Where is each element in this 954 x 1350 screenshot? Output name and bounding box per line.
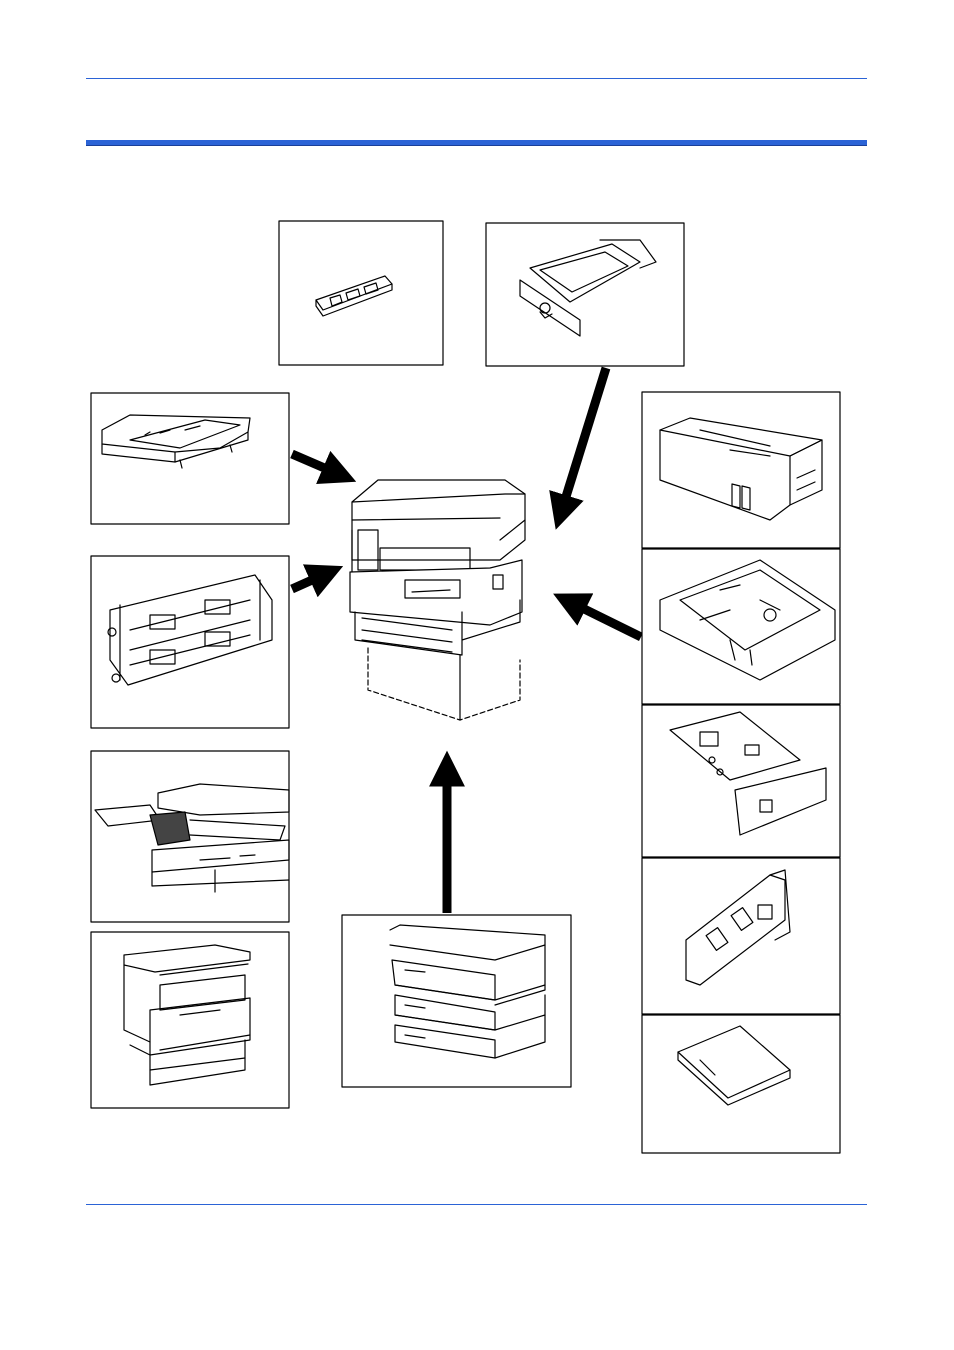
copier-main-unit-icon bbox=[349, 479, 526, 721]
compactflash-card-icon bbox=[677, 1025, 791, 1106]
option-box-document-processor bbox=[90, 392, 290, 525]
memory-dimm-icon bbox=[315, 275, 393, 317]
fax-kit-icon bbox=[659, 417, 823, 521]
arrow-from-duplex-unit bbox=[290, 564, 344, 598]
copier-icon bbox=[123, 944, 251, 1086]
arrow-from-document-processor bbox=[290, 449, 357, 484]
printer-board-icon bbox=[659, 559, 836, 681]
document-processor-icon bbox=[101, 414, 251, 469]
duplex-unit-icon bbox=[107, 574, 273, 686]
arrow-from-fax-kit-stack bbox=[553, 593, 643, 642]
option-box-compactflash bbox=[641, 1014, 841, 1154]
option-box-scanner-board bbox=[641, 857, 841, 1015]
option-box-paper-feeders bbox=[341, 914, 572, 1088]
option-box-duplex-unit bbox=[90, 555, 290, 729]
section-header-rule bbox=[86, 140, 867, 146]
arrow-from-hard-disk bbox=[549, 366, 611, 530]
option-box-memory-module bbox=[278, 220, 444, 366]
option-box-printer-board bbox=[641, 548, 841, 705]
paper-feeder-icon bbox=[389, 924, 546, 1059]
footer-rule bbox=[86, 1204, 867, 1205]
hard-disk-icon bbox=[519, 239, 657, 337]
scanner-board-icon bbox=[685, 869, 791, 986]
option-box-copier bbox=[90, 931, 290, 1109]
option-box-fax-kit bbox=[641, 391, 841, 549]
job-separator-icon bbox=[94, 783, 290, 893]
connection-arrows bbox=[290, 366, 643, 913]
top-rule bbox=[86, 78, 867, 79]
option-box-hard-disk bbox=[485, 222, 685, 367]
option-box-network-interface-card bbox=[641, 704, 841, 858]
network-card-icon bbox=[669, 711, 827, 836]
option-box-job-separator bbox=[90, 750, 290, 923]
